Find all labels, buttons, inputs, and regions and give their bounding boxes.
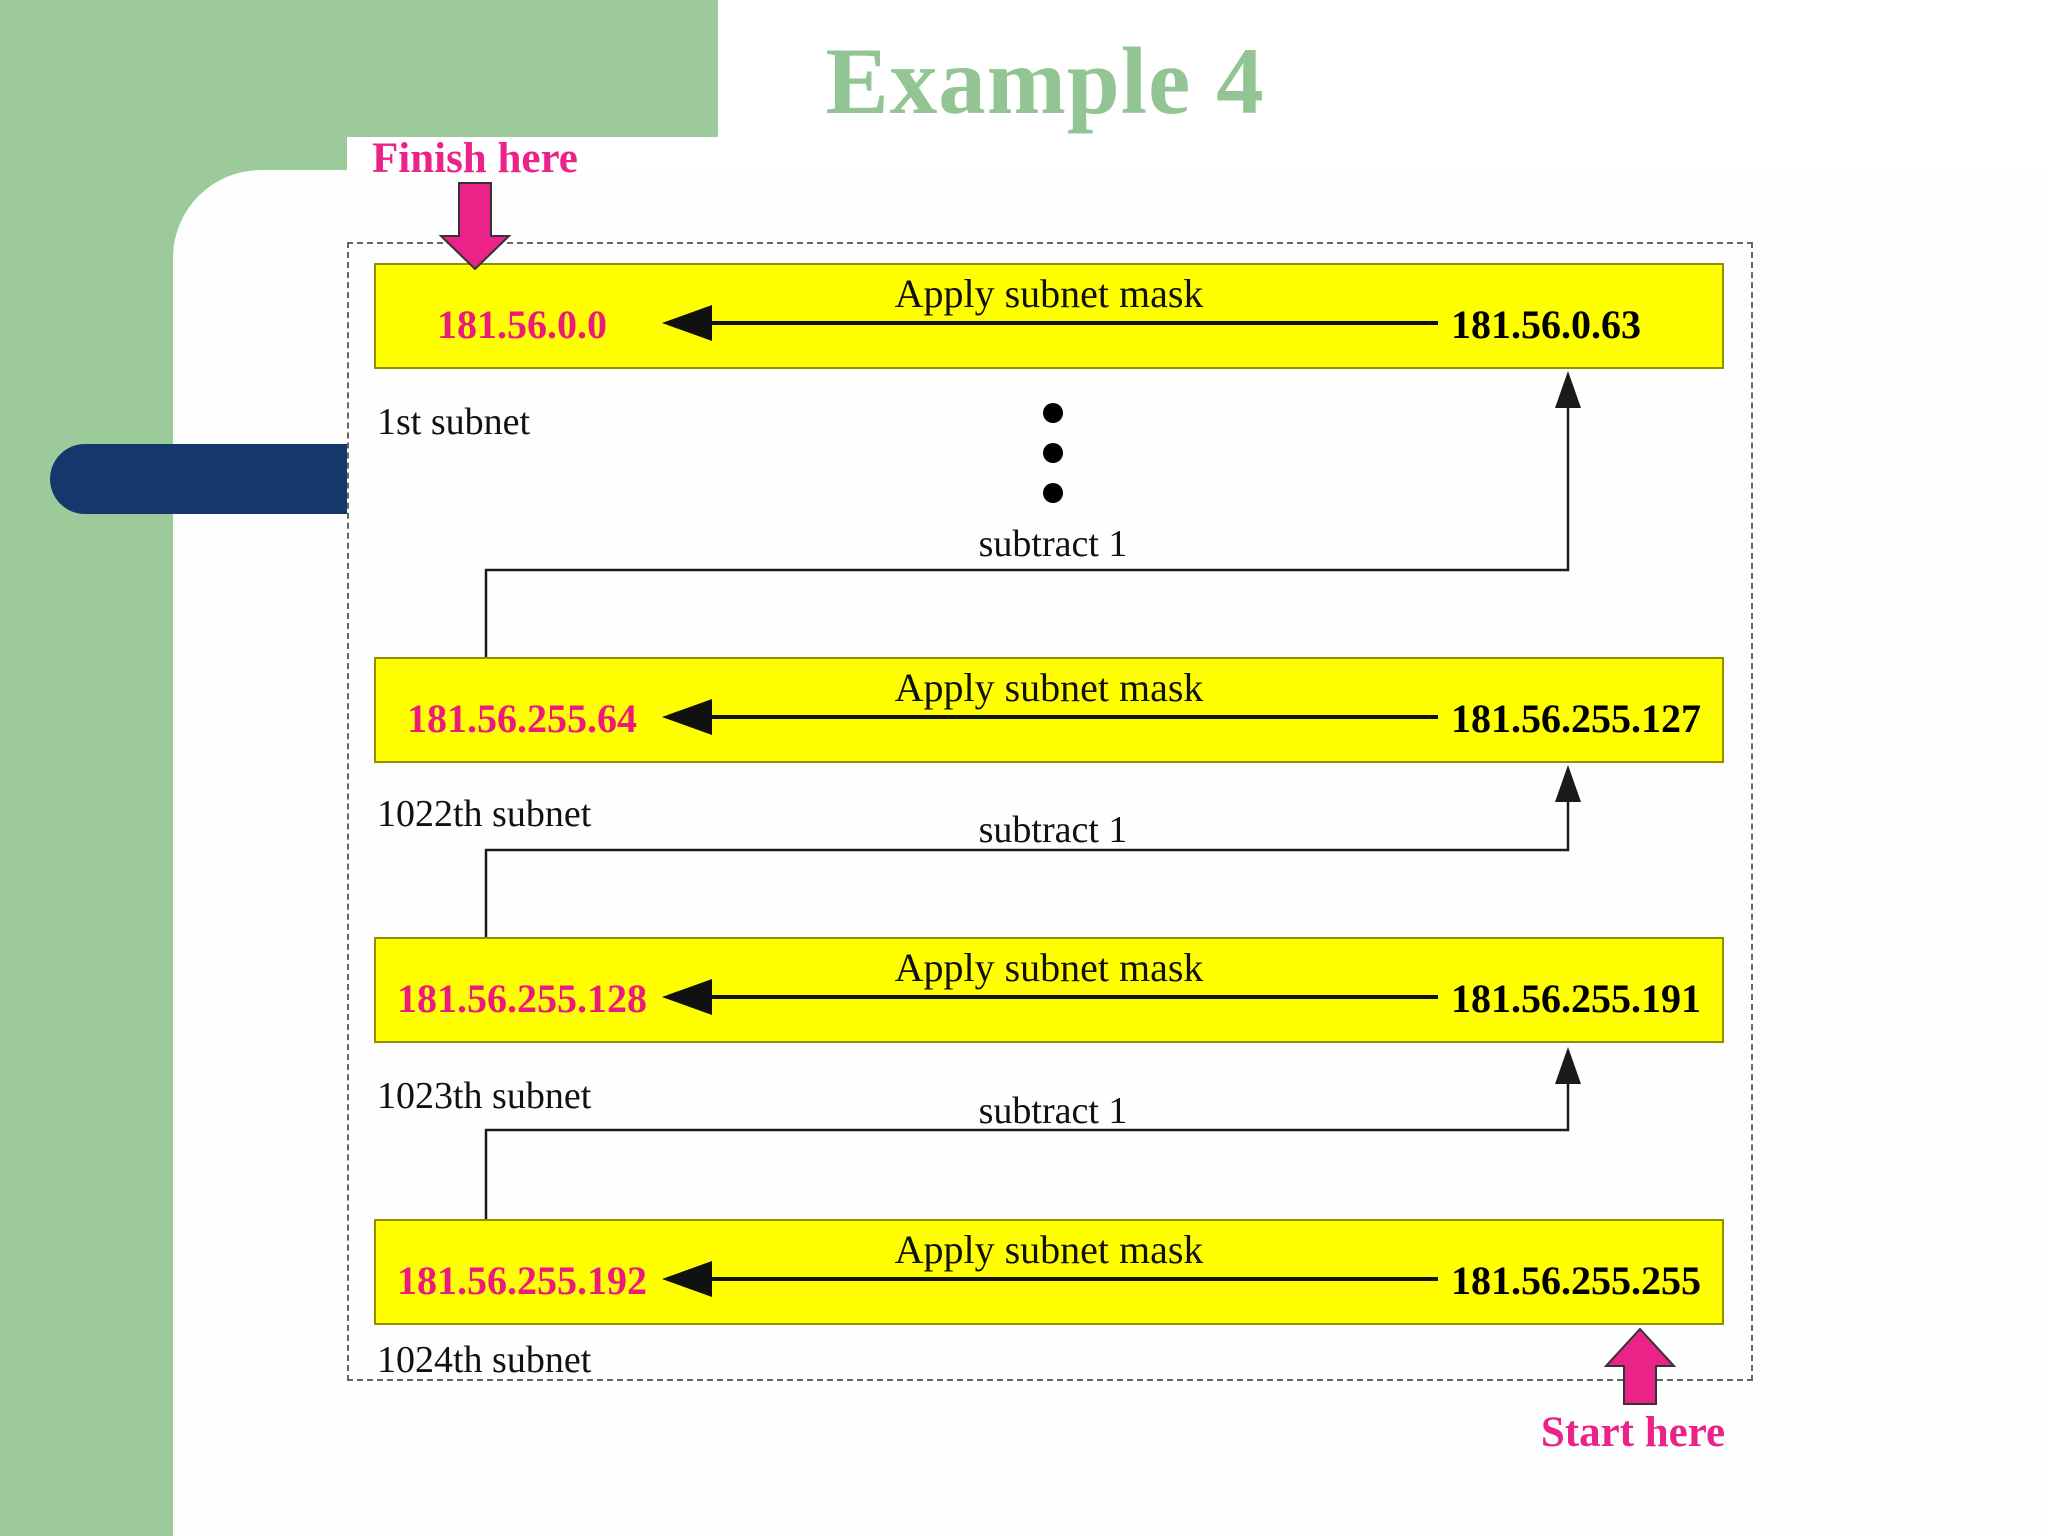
subnet-ordinal-label: 1st subnet [377, 401, 531, 443]
result-ip: 181.56.255.128 [397, 976, 647, 1021]
left-arrow-icon [662, 1261, 712, 1297]
apply-subnet-mask-label: Apply subnet mask [894, 945, 1204, 990]
source-ip: 181.56.255.191 [1451, 976, 1701, 1021]
apply-subnet-mask-label: Apply subnet mask [894, 271, 1204, 316]
subtract-one-label: subtract 1 [978, 1090, 1128, 1132]
subnet-ordinal-label: 1022th subnet [377, 793, 592, 835]
left-arrow-line [710, 995, 1438, 999]
result-ip: 181.56.0.0 [437, 302, 607, 347]
result-ip: 181.56.255.64 [407, 696, 637, 741]
left-arrow-icon [662, 979, 712, 1015]
left-arrow-line [710, 321, 1438, 325]
subtract-one-label: subtract 1 [978, 809, 1128, 851]
apply-subnet-mask-label: Apply subnet mask [894, 1227, 1204, 1272]
start-here-label: Start here [1540, 1409, 1726, 1456]
subtract-one-label: subtract 1 [978, 523, 1128, 565]
green-sidebar-strip [0, 0, 173, 1536]
subnet-bar-2: Apply subnet mask 181.56.255.64 181.56.2… [374, 657, 1724, 763]
diagram-dashed-border [347, 242, 1753, 1381]
left-arrow-icon [662, 699, 712, 735]
navy-accent-bar [50, 444, 347, 514]
subnet-bar-3: Apply subnet mask 181.56.255.128 181.56.… [374, 937, 1724, 1043]
subnet-bar-1: Apply subnet mask 181.56.0.0 181.56.0.63 [374, 263, 1724, 369]
result-ip: 181.56.255.192 [397, 1258, 647, 1303]
left-arrow-line [710, 715, 1438, 719]
source-ip: 181.56.255.255 [1451, 1258, 1701, 1303]
left-arrow-line [710, 1277, 1438, 1281]
source-ip: 181.56.0.63 [1451, 302, 1641, 347]
subnet-ordinal-label: 1024th subnet [377, 1339, 592, 1381]
apply-subnet-mask-label: Apply subnet mask [894, 665, 1204, 710]
subnet-ordinal-label: 1023th subnet [377, 1075, 592, 1117]
left-arrow-icon [662, 305, 712, 341]
slide-title: Example 4 [825, 28, 1265, 134]
source-ip: 181.56.255.127 [1451, 696, 1701, 741]
subnet-bar-4: Apply subnet mask 181.56.255.192 181.56.… [374, 1219, 1724, 1325]
finish-here-label: Finish here [372, 135, 578, 182]
